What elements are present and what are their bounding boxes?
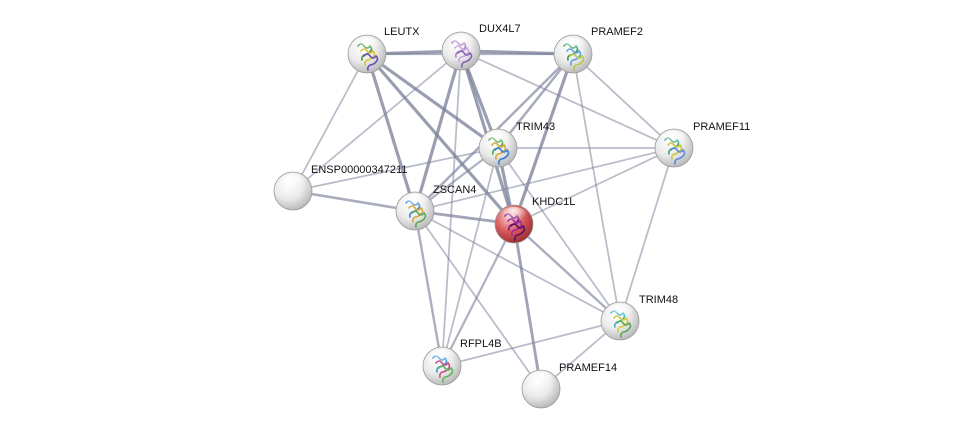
- node-trim43[interactable]: TRIM43: [478, 121, 555, 168]
- node-pramef2[interactable]: PRAMEF2: [553, 26, 643, 74]
- edge-pramef2-khdc1l[interactable]: [512, 52, 575, 226]
- edge-zscan4-rfpl4b[interactable]: [413, 209, 444, 368]
- node-dux4l7[interactable]: DUX4L7: [441, 23, 521, 71]
- node-khdc1l[interactable]: KHDC1L: [494, 196, 575, 244]
- edge-zscan4-pramef14[interactable]: [414, 210, 542, 390]
- edge-ensp00000347211-zscan4[interactable]: [291, 189, 417, 213]
- node-label-trim43: TRIM43: [516, 121, 555, 133]
- edge-pramef11-khdc1l[interactable]: [513, 147, 675, 225]
- node-highlight: [559, 36, 587, 56]
- edge-pramef11-trim48[interactable]: [619, 147, 675, 322]
- node-highlight: [279, 173, 307, 193]
- node-label-ensp00000347211: ENSP00000347211: [311, 164, 407, 176]
- node-highlight: [353, 36, 381, 56]
- node-highlight: [500, 206, 528, 226]
- edge-khdc1l-trim48[interactable]: [512, 222, 622, 323]
- node-label-pramef14: PRAMEF14: [559, 362, 617, 374]
- edge-layer: [291, 49, 675, 391]
- node-leutx[interactable]: LEUTX: [347, 26, 420, 74]
- edge-leutx-trim43[interactable]: [365, 52, 500, 150]
- node-pramef14[interactable]: PRAMEF14: [521, 362, 617, 409]
- edge-pramef2-trim48[interactable]: [572, 53, 621, 322]
- edge-leutx-zscan4[interactable]: [365, 52, 417, 213]
- node-highlight: [606, 303, 634, 323]
- edge-trim43-ensp00000347211[interactable]: [292, 147, 499, 192]
- node-label-rfpl4b: RFPL4B: [460, 338, 502, 350]
- node-rfpl4b[interactable]: RFPL4B: [422, 338, 502, 386]
- node-highlight: [428, 348, 456, 368]
- edge-dux4l7-rfpl4b[interactable]: [441, 50, 462, 367]
- edge-zscan4-trim48[interactable]: [414, 210, 621, 322]
- edge-pramef2-pramef11[interactable]: [572, 53, 675, 149]
- node-highlight: [401, 193, 429, 213]
- node-label-dux4l7: DUX4L7: [479, 23, 521, 35]
- node-highlight: [447, 33, 475, 53]
- node-highlight: [527, 371, 555, 391]
- node-ensp00000347211[interactable]: ENSP00000347211: [273, 164, 407, 211]
- edge-trim48-rfpl4b[interactable]: [441, 320, 621, 367]
- node-label-khdc1l: KHDC1L: [532, 196, 575, 208]
- edge-leutx-khdc1l[interactable]: [365, 52, 516, 226]
- node-highlight: [660, 130, 688, 150]
- edge-trim43-trim48[interactable]: [497, 147, 621, 322]
- edge-leutx-ensp00000347211[interactable]: [292, 53, 368, 192]
- edge-pramef2-trim43[interactable]: [496, 52, 575, 150]
- edge-khdc1l-pramef14[interactable]: [512, 222, 543, 391]
- node-trim48[interactable]: TRIM48: [600, 294, 678, 341]
- node-label-zscan4: ZSCAN4: [433, 184, 476, 196]
- node-label-pramef2: PRAMEF2: [591, 26, 643, 38]
- edge-khdc1l-rfpl4b[interactable]: [440, 222, 516, 368]
- node-zscan4[interactable]: ZSCAN4: [395, 184, 476, 231]
- node-label-pramef11: PRAMEF11: [693, 121, 750, 133]
- edge-trim43-rfpl4b[interactable]: [441, 147, 499, 367]
- edge-dux4l7-pramef11[interactable]: [460, 50, 675, 149]
- edge-dux4l7-zscan4[interactable]: [413, 49, 463, 213]
- edge-dux4l7-ensp00000347211[interactable]: [292, 50, 462, 192]
- node-label-trim48: TRIM48: [639, 294, 678, 306]
- node-label-leutx: LEUTX: [384, 26, 420, 38]
- edge-pramef11-zscan4[interactable]: [414, 147, 675, 212]
- node-highlight: [484, 130, 512, 150]
- node-pramef11[interactable]: PRAMEF11: [654, 121, 750, 168]
